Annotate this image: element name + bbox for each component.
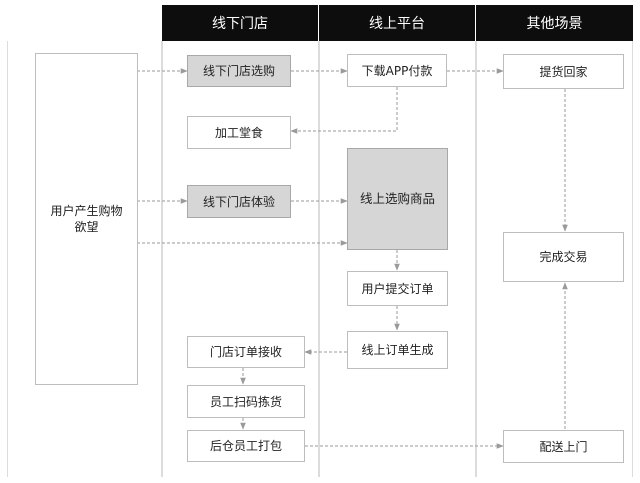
node-download-app-pay: 下载APP付款: [347, 54, 447, 87]
lane-other-scenarios: [476, 41, 633, 477]
node-store-selection: 线下门店选购: [187, 55, 291, 87]
node-online-select-goods: 线上选购商品: [347, 148, 448, 250]
lane-header-offline-store: 线下门店: [162, 5, 318, 41]
node-user-desire-label: 用户产生购物欲望: [50, 204, 123, 234]
node-pickup-home: 提货回家: [503, 54, 624, 89]
node-complete-transaction: 完成交易: [503, 232, 624, 282]
lane-header-online-platform: 线上平台: [319, 5, 475, 41]
node-processing-dining: 加工堂食: [187, 116, 291, 149]
node-user-desire: 用户产生购物欲望: [35, 53, 138, 385]
lane-user: [7, 41, 162, 477]
node-user-submit-order: 用户提交订单: [347, 271, 448, 306]
lane-header-other-scenarios: 其他场景: [476, 5, 633, 41]
node-delivery-door: 配送上门: [503, 430, 624, 463]
node-store-order-receive: 门店订单接收: [187, 336, 305, 368]
arrow-app-pay-to-dining: [290, 87, 398, 134]
node-staff-scan-pick: 员工扫码拣货: [187, 385, 305, 418]
lane-offline-store: [162, 41, 319, 477]
lane-online-platform: [319, 41, 476, 477]
node-warehouse-pack: 后仓员工打包: [187, 430, 305, 462]
node-store-experience: 线下门店体验: [187, 185, 291, 218]
node-online-order-created: 线上订单生成: [347, 331, 448, 369]
